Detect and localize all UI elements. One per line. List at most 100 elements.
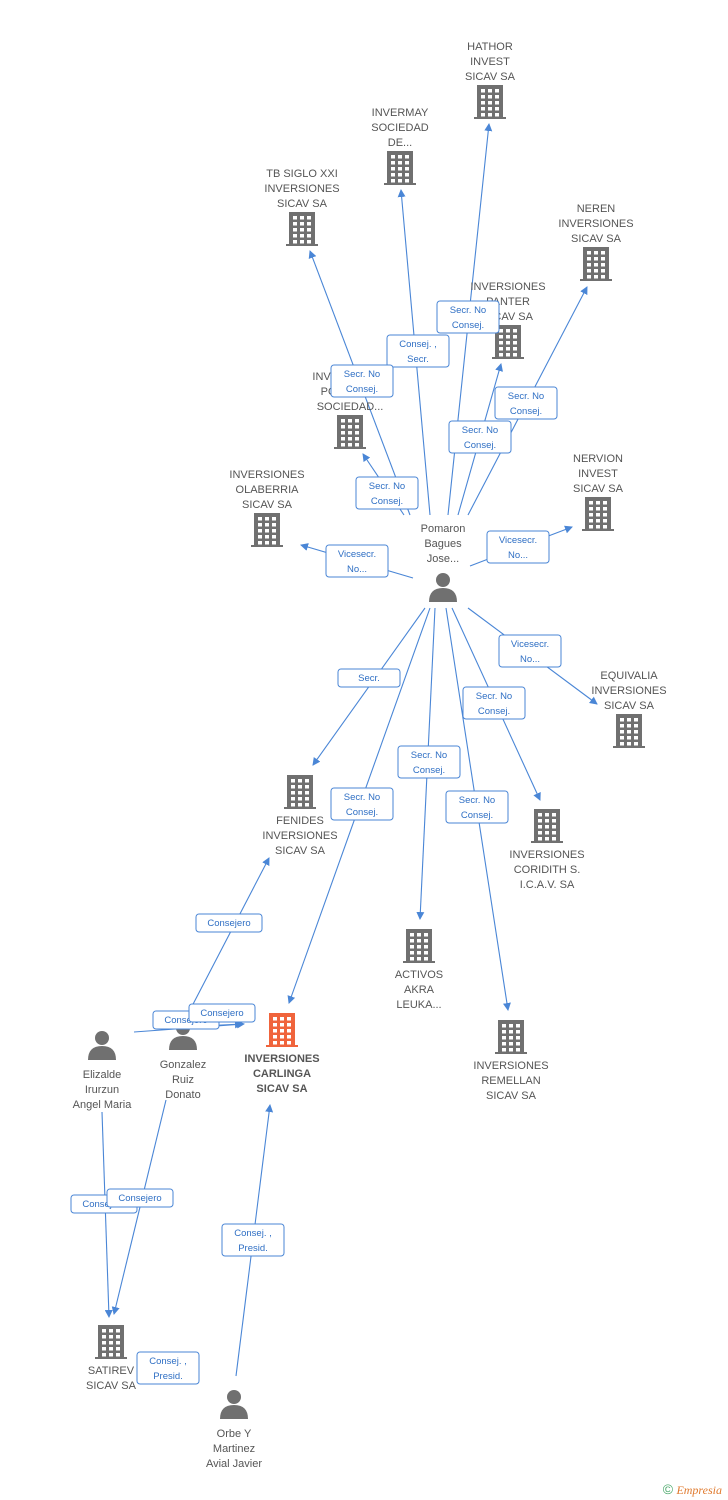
node-label: DE... bbox=[388, 137, 412, 149]
brand-logo[interactable]: Empresia bbox=[676, 1483, 722, 1497]
building-icon[interactable] bbox=[251, 513, 283, 547]
edge-label-text: Secr. bbox=[358, 673, 380, 684]
node-label: INVEST bbox=[578, 468, 618, 480]
edge-label-pomaron-equivalia[interactable]: Vicesecr.No... bbox=[498, 634, 562, 668]
edge-label-pomaron-invermay[interactable]: Consej. ,Secr. bbox=[386, 334, 450, 368]
edge-label-pomaron-olaberria[interactable]: Vicesecr. No... bbox=[325, 544, 389, 578]
building-icon[interactable] bbox=[495, 1020, 527, 1054]
building-icon[interactable] bbox=[95, 1325, 127, 1359]
edge-label-text: Secr. No bbox=[450, 305, 486, 316]
building-icon[interactable] bbox=[474, 85, 506, 119]
node-label: INVERSIONES bbox=[229, 469, 304, 481]
building-icon[interactable] bbox=[334, 415, 366, 449]
node-label: Jose... bbox=[427, 553, 459, 565]
node-label: Pomaron bbox=[421, 523, 466, 535]
node-label: Ruiz bbox=[172, 1074, 194, 1086]
building-icon[interactable] bbox=[403, 929, 435, 963]
node-label: SICAV SA bbox=[465, 71, 516, 83]
edge-label-text: Consej. bbox=[464, 440, 496, 451]
edge-label-pomaron-nervion[interactable]: Vicesecr.No... bbox=[486, 530, 550, 564]
edge-label-text: Consejero bbox=[200, 1008, 243, 1019]
building-icon[interactable] bbox=[284, 775, 316, 809]
node-label: Gonzalez bbox=[160, 1059, 206, 1071]
edge-label-text: Secr. No bbox=[344, 792, 380, 803]
node-label: INVERSIONES bbox=[558, 218, 633, 230]
node-label: INVERSIONES bbox=[470, 281, 545, 293]
person-icon[interactable] bbox=[429, 573, 457, 602]
building-icon[interactable] bbox=[582, 497, 614, 531]
node-label: Orbe Y bbox=[217, 1428, 252, 1440]
person-icon[interactable] bbox=[88, 1031, 116, 1060]
edge-label-pomaron-tbsiglo[interactable]: Secr. No Consej. bbox=[330, 364, 394, 398]
building-icon[interactable] bbox=[580, 247, 612, 281]
edge-label-text: Vicesecr. bbox=[338, 549, 376, 560]
edge-label-text: Consejero bbox=[164, 1015, 207, 1026]
node-label: Bagues bbox=[424, 538, 462, 550]
edge-label-orbe-carlinga[interactable]: Consej. ,Presid. bbox=[221, 1223, 285, 1257]
node-label: SICAV SA bbox=[242, 499, 293, 511]
node-label: INVEST bbox=[470, 56, 510, 68]
person-icon[interactable] bbox=[220, 1390, 248, 1419]
edge-label-text: Consej. bbox=[452, 320, 484, 331]
node-label: CARLINGA bbox=[253, 1068, 311, 1080]
node-label: SICAV SA bbox=[604, 700, 655, 712]
node-label: EQUIVALIA bbox=[600, 670, 658, 682]
node-label: OLABERRIA bbox=[236, 484, 300, 496]
edge-label-text: Secr. No bbox=[476, 691, 512, 702]
building-icon[interactable] bbox=[286, 212, 318, 246]
edge-label-text: Secr. bbox=[407, 354, 429, 365]
edge-label-pomaron-fenides[interactable]: Secr. bbox=[337, 668, 401, 688]
edge-label-pomaron-hathor[interactable]: Secr. No Consej. bbox=[436, 300, 500, 334]
building-icon[interactable] bbox=[384, 151, 416, 185]
edge-label-text: Consej. bbox=[346, 384, 378, 395]
node-invermay[interactable]: INVERMAYSOCIEDADDE... bbox=[371, 107, 429, 185]
building-icon[interactable] bbox=[266, 1013, 298, 1047]
node-activos[interactable]: ACTIVOSAKRALEUKA... bbox=[395, 929, 443, 1011]
edge-label-text: Consejero bbox=[207, 918, 250, 929]
edge-label-gonzalez-satirev[interactable]: Consejero bbox=[106, 1188, 174, 1208]
edge-label-gonzalez-fenides[interactable]: Consejero bbox=[195, 913, 263, 933]
node-olaberria[interactable]: INVERSIONES OLABERRIA SICAV SA bbox=[229, 469, 305, 547]
node-label: REMELLAN bbox=[481, 1075, 540, 1087]
edge-label-text: No... bbox=[520, 654, 540, 665]
edge-label-text: No... bbox=[347, 564, 367, 575]
node-label: ACTIVOS bbox=[395, 969, 443, 981]
edge-label-gonzalez-carlinga[interactable]: Consejero bbox=[188, 1003, 256, 1023]
node-pomaron[interactable]: PomaronBaguesJose... bbox=[421, 523, 466, 602]
node-label: LEUKA... bbox=[396, 999, 441, 1011]
node-label: Elizalde bbox=[83, 1069, 122, 1081]
node-label: FENIDES bbox=[276, 815, 324, 827]
edge-label-text: Secr. No bbox=[344, 369, 380, 380]
node-label: INVERMAY bbox=[372, 107, 429, 119]
edge-label-text: Secr. No bbox=[508, 391, 544, 402]
building-icon[interactable] bbox=[613, 714, 645, 748]
building-icon[interactable] bbox=[531, 809, 563, 843]
node-label: I.C.A.V. SA bbox=[520, 879, 575, 891]
edge-label-orbe-satirev[interactable]: Consej. ,Presid. bbox=[136, 1351, 200, 1385]
node-label: Angel Maria bbox=[73, 1099, 133, 1111]
edge-label-text: Consej. bbox=[461, 810, 493, 821]
node-label: Avial Javier bbox=[206, 1458, 262, 1470]
node-label: INVERSIONES bbox=[262, 830, 337, 842]
